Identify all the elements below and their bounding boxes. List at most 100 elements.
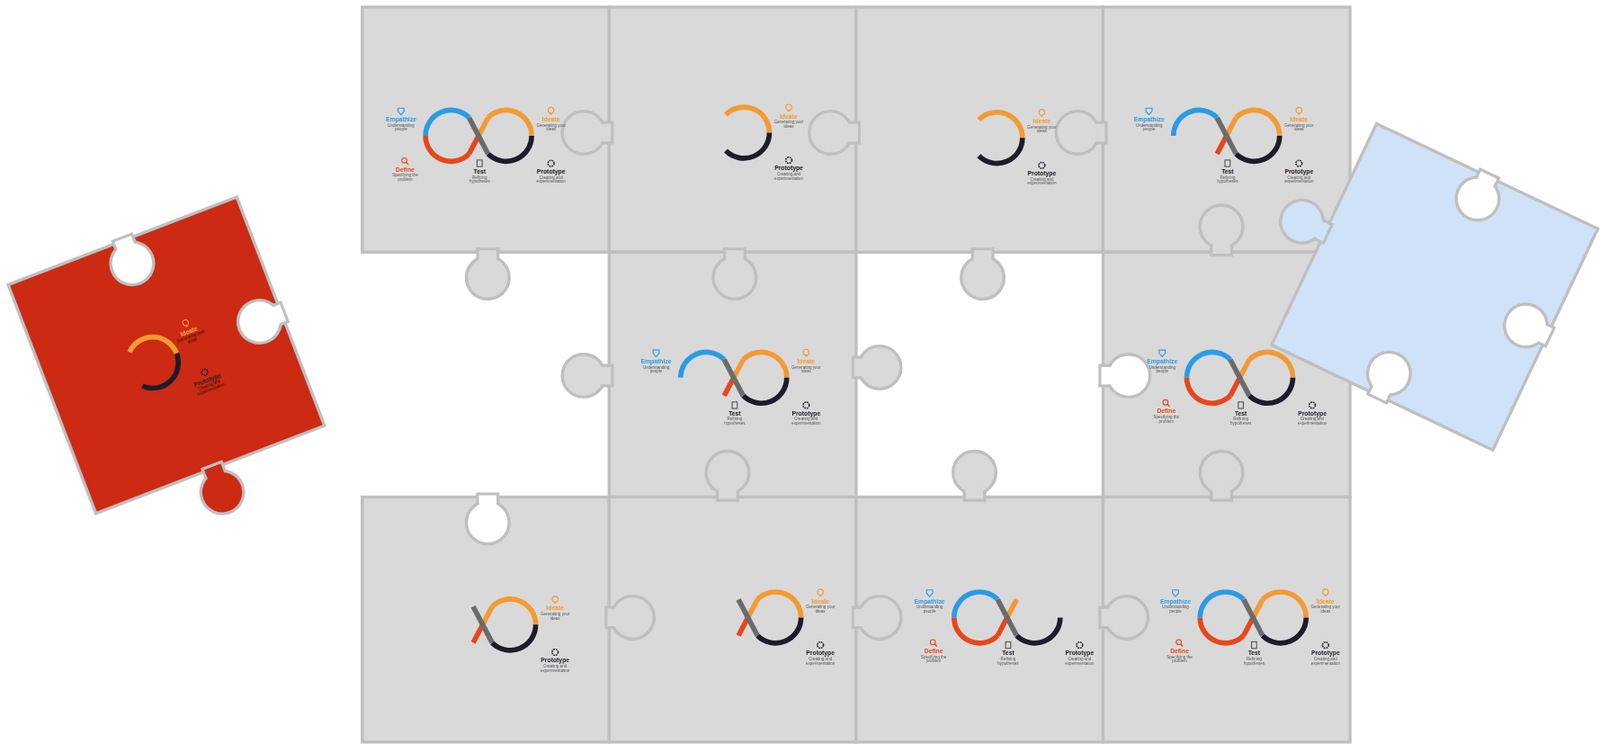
puzzle-knob <box>1212 234 1230 254</box>
puzzle-tile <box>1102 7 1350 252</box>
stage-label: Define <box>1170 647 1189 654</box>
prototype-icon <box>817 642 824 649</box>
ideate-icon <box>185 325 188 327</box>
ideate-icon <box>1040 116 1044 117</box>
infinity-arc <box>491 624 536 650</box>
loose-piece-blue <box>1227 100 1600 455</box>
stage-label: Define <box>1156 408 1176 415</box>
stage-label: Prototype <box>791 410 821 417</box>
puzzle-knob <box>854 358 872 376</box>
prototype-icon <box>1038 161 1046 169</box>
stage-label: Ideate <box>779 113 798 120</box>
puzzle-knob <box>232 294 288 350</box>
infinity-arc <box>1016 616 1060 643</box>
stage-description: Generating your ideas <box>771 120 807 130</box>
stage-label: Ideate <box>796 357 815 365</box>
puzzle-tile <box>8 196 325 514</box>
puzzle-knob <box>1305 216 1331 241</box>
test-icon <box>1251 641 1258 648</box>
infinity-arc <box>742 351 787 377</box>
puzzle-piece: IdeateGenerating your ideasPrototypeCrea… <box>362 497 610 742</box>
stage-description: Generating your ideas <box>1281 123 1317 133</box>
empathize-icon <box>1159 349 1166 357</box>
stage-description: Refining hypotheses <box>991 657 1027 667</box>
empathize-icon <box>1145 107 1153 115</box>
puzzle-tile <box>362 497 610 742</box>
puzzle-knob <box>479 250 497 269</box>
puzzle-knob <box>854 608 872 626</box>
ideate-icon <box>1322 589 1329 595</box>
stage-description: Understanding people <box>911 605 948 615</box>
empathize-icon <box>1172 589 1180 597</box>
stage-label: Define <box>395 166 415 173</box>
stage-description: Refining hypotheses <box>1223 417 1259 427</box>
infinity-arc <box>1249 351 1293 377</box>
puzzle-piece: IdeateGenerating your ideasPrototypeCrea… <box>608 497 857 742</box>
infinity-arc <box>1249 377 1293 403</box>
stage-description: Generating your ideas <box>803 605 839 615</box>
stage-description: Generating your ideas <box>1024 125 1060 135</box>
test-icon <box>1005 641 1011 648</box>
puzzle-tile <box>856 7 1104 252</box>
puzzle-knob <box>479 495 497 515</box>
puzzle-knob <box>965 480 984 499</box>
infinity-arc <box>978 137 1022 163</box>
puzzle-knob <box>1369 376 1394 401</box>
puzzle-tile <box>1271 123 1599 450</box>
puzzle-knob <box>591 366 611 385</box>
stage-description: Understanding people <box>1131 123 1167 133</box>
stage-description: Understanding people <box>1144 365 1180 375</box>
ideate-icon <box>181 319 189 327</box>
define-icon <box>929 639 936 645</box>
test-icon <box>732 402 738 409</box>
infinity-arc <box>757 616 801 643</box>
test-icon <box>476 160 483 167</box>
puzzle-knob <box>204 464 228 489</box>
stage-label: Prototype <box>1311 650 1341 657</box>
puzzle-knob <box>264 304 287 328</box>
stage-label: Test <box>1221 168 1234 175</box>
ideate-icon <box>786 104 792 110</box>
puzzle-piece: EmpathizeUnderstanding peopleIdeateGener… <box>1102 497 1350 742</box>
puzzle-piece: IdeateGenerating your ideasPrototypeCrea… <box>8 196 325 514</box>
ideate-icon <box>1296 107 1302 113</box>
puzzle-knob <box>1473 171 1497 196</box>
stage-description: Specifying the problem <box>1149 415 1185 425</box>
puzzle-knob <box>1497 296 1555 354</box>
infinity-arc <box>126 329 177 369</box>
stage-description: Creating and experimentation <box>1308 657 1344 667</box>
infinity-arc <box>954 616 998 643</box>
puzzle-tile <box>362 7 610 252</box>
infinity-arc <box>488 109 532 135</box>
define-icon <box>1180 643 1183 646</box>
stage-description: Refining hypotheses <box>717 417 753 427</box>
stage-description: Creating and experimentation <box>1024 177 1060 187</box>
stage-description: Understanding people <box>1158 605 1194 615</box>
prototype-icon <box>1322 642 1329 649</box>
ideate-icon <box>817 589 823 595</box>
infinity-arc <box>1187 377 1231 403</box>
infinity-cross <box>724 359 743 396</box>
infinity-cross <box>997 598 1017 635</box>
define-icon <box>1167 403 1170 406</box>
puzzle-piece: IdeateGenerating your ideasPrototypeCrea… <box>608 7 857 252</box>
stage-label: Ideate <box>1316 598 1335 605</box>
stage-description: Understanding people <box>384 123 420 133</box>
ideate-icon <box>552 596 558 602</box>
puzzle-knob <box>1101 366 1121 385</box>
ideate-icon <box>803 348 809 355</box>
puzzle-tile <box>1102 497 1350 742</box>
stage-description: Generating your ideas <box>537 612 573 622</box>
stage-label: Test <box>1248 650 1261 657</box>
infinity-arc <box>978 112 1022 138</box>
stage-label: Prototype <box>1297 410 1327 417</box>
define-icon <box>406 161 409 164</box>
test-icon <box>1224 160 1231 167</box>
stage-description: Creating and experimentation <box>537 664 573 674</box>
puzzle-knob <box>1529 321 1553 345</box>
puzzle-knob <box>1101 608 1119 626</box>
infinity-arc <box>1173 109 1217 135</box>
stage-label: Empathize <box>1133 116 1164 123</box>
ideate-icon <box>549 113 553 115</box>
